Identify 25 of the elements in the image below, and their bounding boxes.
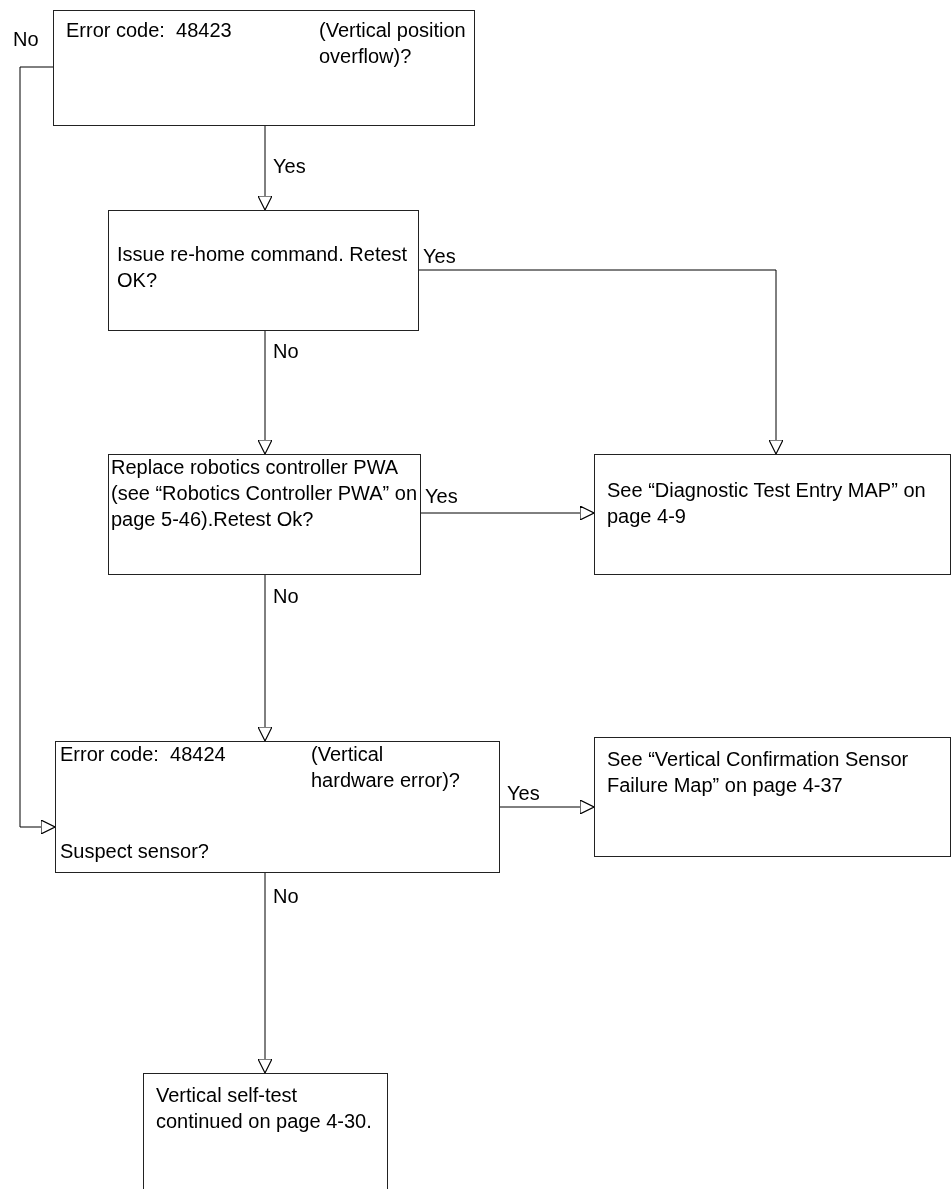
box-text: See “Diagnostic Test Entry MAP” on page 4-9	[607, 478, 927, 529]
box-text: (Vertical hardware error)?	[311, 742, 461, 793]
box-text: Error code: 48424	[60, 742, 227, 767]
arrow	[499, 799, 595, 815]
box-text: Replace robotics controller PWA (see “Robotics Controller PWA” on page 5-46).Retest Ok?	[111, 455, 419, 532]
box-text: Suspect sensor?	[60, 839, 210, 864]
process-box	[108, 454, 421, 575]
process-box	[55, 741, 500, 873]
arrow	[257, 574, 273, 742]
process-box	[143, 1073, 388, 1189]
arrow	[257, 330, 273, 455]
box-text: Issue re-home command. Retest OK?	[117, 242, 409, 293]
process-box	[594, 737, 951, 857]
arrow	[257, 872, 273, 1074]
process-box	[53, 10, 475, 126]
arrow	[418, 269, 784, 455]
arrow	[257, 125, 273, 211]
box-text: Vertical self-test continued on page 4-30.	[156, 1083, 373, 1134]
arrow	[420, 505, 595, 521]
box-text: See “Vertical Confirmation Sensor Failure Map” on page 4-37	[607, 747, 910, 798]
process-box	[108, 210, 419, 331]
arrow	[19, 66, 56, 835]
box-text: Error code: 48423	[66, 18, 233, 43]
box-text: (Vertical position overflow)?	[319, 18, 467, 69]
process-box	[594, 454, 951, 575]
